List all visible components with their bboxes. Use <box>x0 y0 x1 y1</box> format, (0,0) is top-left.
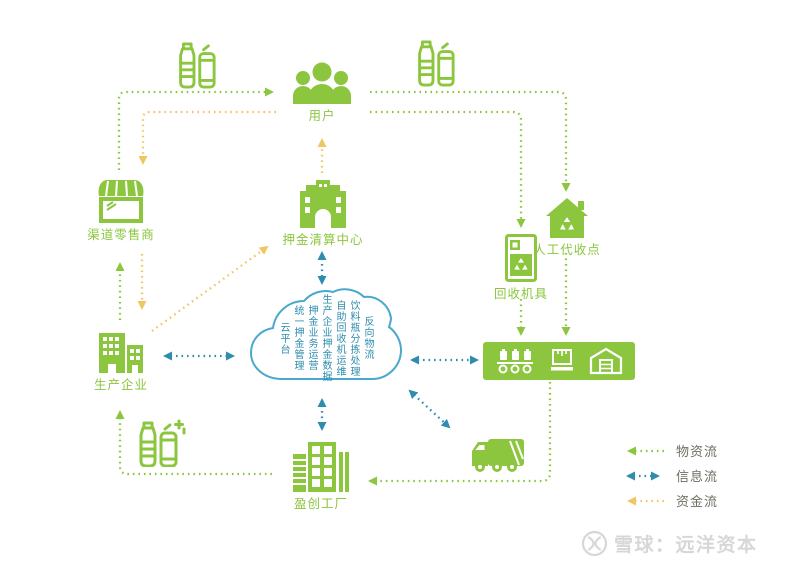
cloud-capability: 押金业务运营 <box>306 305 317 371</box>
legend-material-flow-label: 物资流 <box>676 443 719 459</box>
cloud-capability: 生产企业押金数据 <box>320 294 331 382</box>
information-flow-arrows <box>163 251 479 431</box>
users-icon <box>293 62 351 104</box>
node-retailer-label: 渠道零售商 <box>87 228 155 242</box>
arrow-users-to-retailer-deposit <box>138 110 276 165</box>
capital-flow-arrow-icon <box>627 496 664 506</box>
recycle-house-icon <box>546 198 588 238</box>
capital-flow-arrows <box>137 110 327 332</box>
bottle-can-sparkle-icon <box>139 419 186 467</box>
legend-capital-flow-label: 资金流 <box>676 493 719 509</box>
cloud-capability: 自助回收机运维 <box>334 299 345 377</box>
node-producer-label: 生产企业 <box>94 378 149 392</box>
information-flow-arrow-icon <box>626 471 660 481</box>
arrow-cloud-truck <box>408 389 451 429</box>
cloud-capability: 统一押金管理 <box>292 305 303 371</box>
node-users-label: 用户 <box>308 109 336 123</box>
storefront-icon <box>98 180 144 223</box>
node-bottles-top-left <box>171 42 217 90</box>
node-clearing-center: 押金清算中心 <box>283 177 363 247</box>
watermark: 雪球：远洋资本 <box>581 530 758 557</box>
node-recycling-machine: 回收机具 <box>494 234 547 301</box>
recycling-machine-icon <box>505 234 537 282</box>
arrow-users-to-recycling-machine <box>370 110 526 228</box>
node-producer: 生产企业 <box>94 329 149 392</box>
cloud-capability: 云平台 <box>278 321 289 355</box>
node-users: 用户 <box>282 62 362 123</box>
node-retailer: 渠道零售商 <box>87 178 154 242</box>
cloud-capability-list: 云平台 统一押金管理 押金业务运营 生产企业押金数据 自助回收机运维 饮料瓶分拣… <box>253 294 397 382</box>
node-manual-collection-label: 人工代收点 <box>533 243 601 257</box>
arrow-factory-to-producer <box>115 410 272 476</box>
flow-legend: 物资流 信息流 资金流 <box>620 444 718 519</box>
cloud-icon <box>249 288 403 380</box>
material-flow-arrows <box>115 87 571 486</box>
node-sorting-facility <box>483 342 635 380</box>
xueqiu-logo-icon <box>581 530 608 557</box>
warehouse-icon <box>589 347 623 375</box>
cloud-capability: 反向物流 <box>362 316 373 360</box>
clearing-center-building-icon <box>300 180 346 228</box>
material-flow-arrow-icon <box>627 446 664 456</box>
watermark-text: 雪球：远洋资本 <box>614 535 758 556</box>
node-incom-factory-label: 盈创工厂 <box>293 497 348 511</box>
node-cloud-platform: 云平台 统一押金管理 押金业务运营 生产企业押金数据 自助回收机运维 饮料瓶分拣… <box>243 286 403 392</box>
bottle-can-icon <box>418 40 455 87</box>
recycling-truck-icon <box>472 439 524 472</box>
producer-buildings-icon <box>99 333 143 373</box>
bottle-can-icon <box>179 42 216 89</box>
node-incom-factory: 盈创工厂 <box>291 440 351 511</box>
node-manual-collection: 人工代收点 <box>533 196 600 257</box>
package-scale-icon <box>551 349 573 371</box>
factory-icon <box>293 442 349 492</box>
legend-information-flow: 信息流 <box>620 469 718 483</box>
conveyor-icon <box>497 349 533 374</box>
cloud-capability: 饮料瓶分拣处理 <box>348 299 359 377</box>
node-recycling-machine-label: 回收机具 <box>494 287 549 301</box>
legend-material-flow: 物资流 <box>620 444 718 458</box>
legend-capital-flow: 资金流 <box>620 494 718 508</box>
node-bottles-top-right <box>410 40 456 88</box>
arrow-users-to-manual-collection <box>370 90 571 192</box>
node-truck <box>469 435 527 473</box>
node-clearing-center-label: 押金清算中心 <box>282 233 364 247</box>
node-bottles-recycled <box>131 419 187 467</box>
legend-information-flow-label: 信息流 <box>676 468 719 484</box>
